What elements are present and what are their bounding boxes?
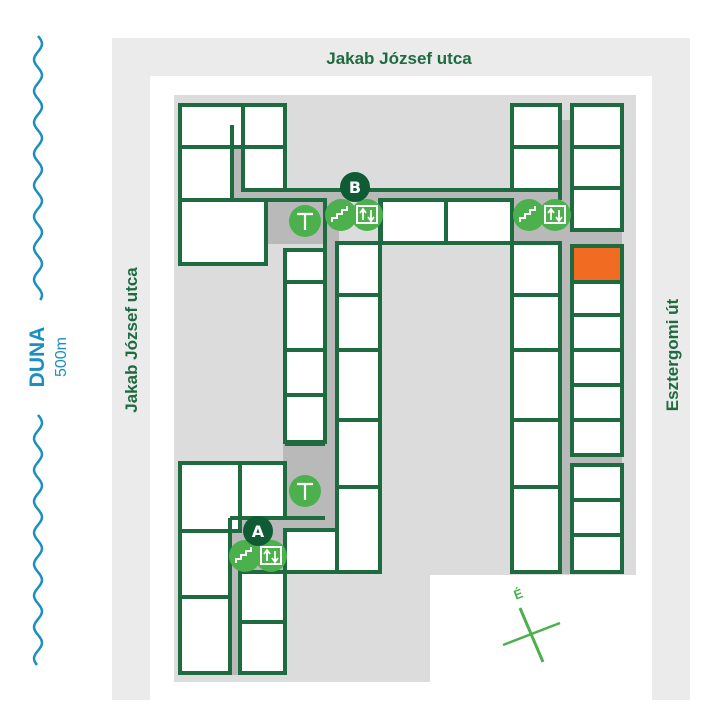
rooms bbox=[178, 103, 624, 675]
room bbox=[510, 348, 562, 422]
room bbox=[570, 145, 624, 190]
entrance-a-badge: A bbox=[243, 516, 273, 546]
entrance-a-label: A bbox=[252, 522, 265, 541]
room bbox=[570, 280, 624, 317]
room bbox=[570, 186, 624, 232]
room bbox=[510, 418, 562, 489]
elevator-icon bbox=[351, 199, 383, 231]
room bbox=[178, 198, 268, 266]
room bbox=[570, 533, 624, 574]
street-label-right: Esztergomi út bbox=[663, 298, 682, 411]
room bbox=[238, 461, 287, 520]
room bbox=[379, 198, 448, 245]
room bbox=[510, 293, 562, 352]
room bbox=[510, 103, 562, 149]
street-label-left: Jakab József utca bbox=[122, 267, 141, 413]
toilet-icon bbox=[289, 205, 321, 237]
entrance-b-badge: B bbox=[340, 172, 370, 202]
room bbox=[570, 383, 624, 422]
stairs-icon bbox=[229, 540, 261, 572]
room bbox=[335, 348, 382, 422]
room bbox=[241, 103, 287, 149]
room bbox=[283, 248, 327, 284]
room bbox=[570, 348, 624, 387]
room bbox=[335, 293, 382, 352]
river-name: DUNA bbox=[26, 327, 49, 388]
room bbox=[510, 145, 562, 192]
room bbox=[241, 145, 287, 192]
street-label-top: Jakab József utca bbox=[326, 49, 472, 68]
entrance-b-label: B bbox=[349, 178, 361, 197]
room bbox=[178, 595, 232, 675]
room bbox=[238, 570, 287, 624]
room bbox=[570, 313, 624, 352]
river-distance: 500m bbox=[53, 337, 70, 377]
room bbox=[335, 418, 382, 489]
room bbox=[178, 145, 234, 202]
room bbox=[570, 418, 624, 457]
room bbox=[335, 485, 382, 574]
compass-icon bbox=[502, 607, 561, 663]
room bbox=[283, 393, 327, 444]
room bbox=[510, 241, 562, 297]
room bbox=[570, 498, 624, 537]
elevator-icon bbox=[255, 540, 287, 572]
elevator-icon bbox=[539, 199, 571, 231]
river-wave bbox=[32, 35, 44, 301]
stairs-icon bbox=[325, 199, 357, 231]
room bbox=[283, 280, 327, 352]
room bbox=[510, 485, 562, 574]
stairs-icon bbox=[513, 199, 545, 231]
highlighted-room bbox=[570, 244, 624, 284]
room bbox=[570, 463, 624, 502]
corridor-walls bbox=[228, 125, 622, 673]
room bbox=[283, 348, 327, 397]
room bbox=[335, 241, 382, 297]
room bbox=[283, 528, 339, 574]
room bbox=[570, 103, 624, 149]
river-wave bbox=[32, 414, 44, 666]
toilet-icon bbox=[289, 475, 321, 507]
room bbox=[178, 529, 232, 599]
room bbox=[444, 198, 514, 245]
room bbox=[238, 620, 287, 675]
